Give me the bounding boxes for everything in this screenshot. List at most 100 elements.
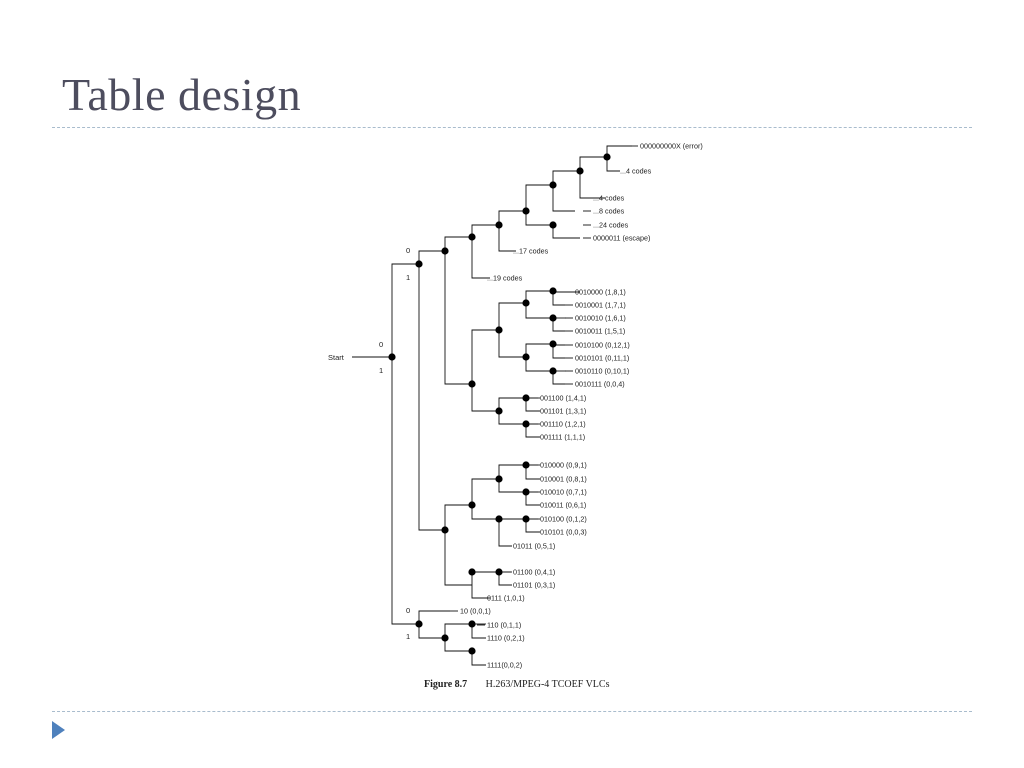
leaf-code-label: 01011 (0,5,1) [513,542,555,551]
tree-node [468,620,476,628]
tree-node [522,488,530,496]
bit-label: 1 [379,366,383,375]
tree-branch [552,318,565,332]
footer-divider [52,711,972,712]
leaf-code-label: 01101 (0,3,1) [513,581,555,590]
leaf-code-label: 0010000 (1,8,1) [575,288,626,297]
bit-label: 1 [406,273,410,282]
tree-branch [444,236,472,251]
tree-branch [498,411,526,425]
tree-branch [552,344,565,359]
leaf-code-label: 0010111 (0,0,4) [575,380,625,389]
tree-node [468,647,476,655]
leaf-code-label: 0010101 (0,11,1) [575,354,629,363]
tree-branch [471,505,499,520]
tree-branch [498,302,526,330]
tree-branch [471,478,499,505]
leaf-code-label: 001101 (1,3,1) [540,407,586,416]
tree-node [549,367,557,375]
bit-label: 0 [406,246,410,255]
title-divider [52,127,972,128]
leaf-code-label: ...19 codes [487,274,523,283]
leaf-code-label: 0010011 (1,5,1) [575,327,625,336]
bit-label: 0 [379,340,383,349]
tree-node [415,260,423,268]
leaf-code-label: 001110 (1,2,1) [540,420,586,429]
tree-branch [418,610,450,624]
tree-branch [525,357,553,372]
tree-branch [498,479,526,493]
tree-branch [525,211,553,226]
figure-number: Figure 8.7 [424,679,468,690]
tree-branch [552,170,580,185]
tree-branch [579,171,605,199]
bit-label: 0 [406,606,410,615]
tree-branch [606,145,632,157]
bit-label: 1 [406,632,410,641]
tree-node [522,515,530,523]
tree-node [549,314,557,322]
tree-node [495,326,503,334]
figure-caption-text: H.263/MPEG-4 TCOEF VLCs [485,679,610,690]
leaf-code-label: ...4 codes [593,194,625,203]
tree-node [388,353,396,361]
leaf-code-label: ...8 codes [593,207,625,216]
tree-node [468,568,476,576]
tree-branch [418,250,445,264]
tree-node [549,221,557,229]
leaf-code-label: 010001 (0,8,1) [540,475,587,484]
leaf-code-label: 110 (0,1,1) [487,621,521,630]
tree-node [468,380,476,388]
tree-branch [391,357,419,625]
leaf-code-label: 0010100 (0,12,1) [575,341,630,350]
tree-node [441,634,449,642]
tree-branch [391,263,419,357]
leaf-code-label: 0010001 (1,7,1) [575,301,626,310]
tree-branch [418,624,445,639]
leaf-code-label: 001111 (1,1,1) [540,433,585,442]
leaf-code-label: 0000011 (escape) [593,234,650,243]
tree-branch [525,290,553,303]
tree-node [549,181,557,189]
leaf-code-label: 0010010 (1,6,1) [575,314,626,323]
figure-caption: Figure 8.7 H.263/MPEG-4 TCOEF VLCs [424,679,609,690]
tree-branch [444,251,472,385]
tree-branch [525,184,553,211]
tree-branch [552,225,580,239]
leaf-code-label: 10 (0,0,1) [460,607,491,616]
tree-node [495,568,503,576]
tree-branch [471,571,499,585]
leaf-code-label: ...4 codes [620,167,652,176]
slide-title: Table design [62,69,302,120]
tree-node [522,353,530,361]
leaf-code-label: 010011 (0,6,1) [540,501,586,510]
tree-node [603,153,611,161]
tree-node [495,515,503,523]
tree-node [415,620,423,628]
tree-node [495,407,503,415]
play-arrow-icon [52,721,65,739]
leaf-code-label: ...17 codes [513,247,549,256]
start-label: Start [328,353,345,362]
tree-branch [444,638,472,652]
tree-branch [552,185,575,212]
tree-node [468,501,476,509]
leaf-code-label: 010000 (0,9,1) [540,461,587,470]
tree-node [468,233,476,241]
leaf-code-label: 010101 (0,0,3) [540,528,587,537]
tree-branch [552,371,565,385]
tree-branch [444,504,472,530]
tree-node [522,420,530,428]
tree-branch [498,464,526,479]
tree-branch [498,210,526,225]
leaf-code-label: 01100 (0,4,1) [513,568,555,577]
tree-branch [498,397,526,411]
leaf-code-label: ...24 codes [593,221,629,230]
leaf-code-label: 001100 (1,4,1) [540,394,586,403]
tree-branch [471,224,499,237]
leaf-code-label: 1110 (0,2,1) [487,634,525,643]
tree-node [441,247,449,255]
tree-node [441,526,449,534]
tree-node [522,299,530,307]
tree-branch [525,343,553,357]
